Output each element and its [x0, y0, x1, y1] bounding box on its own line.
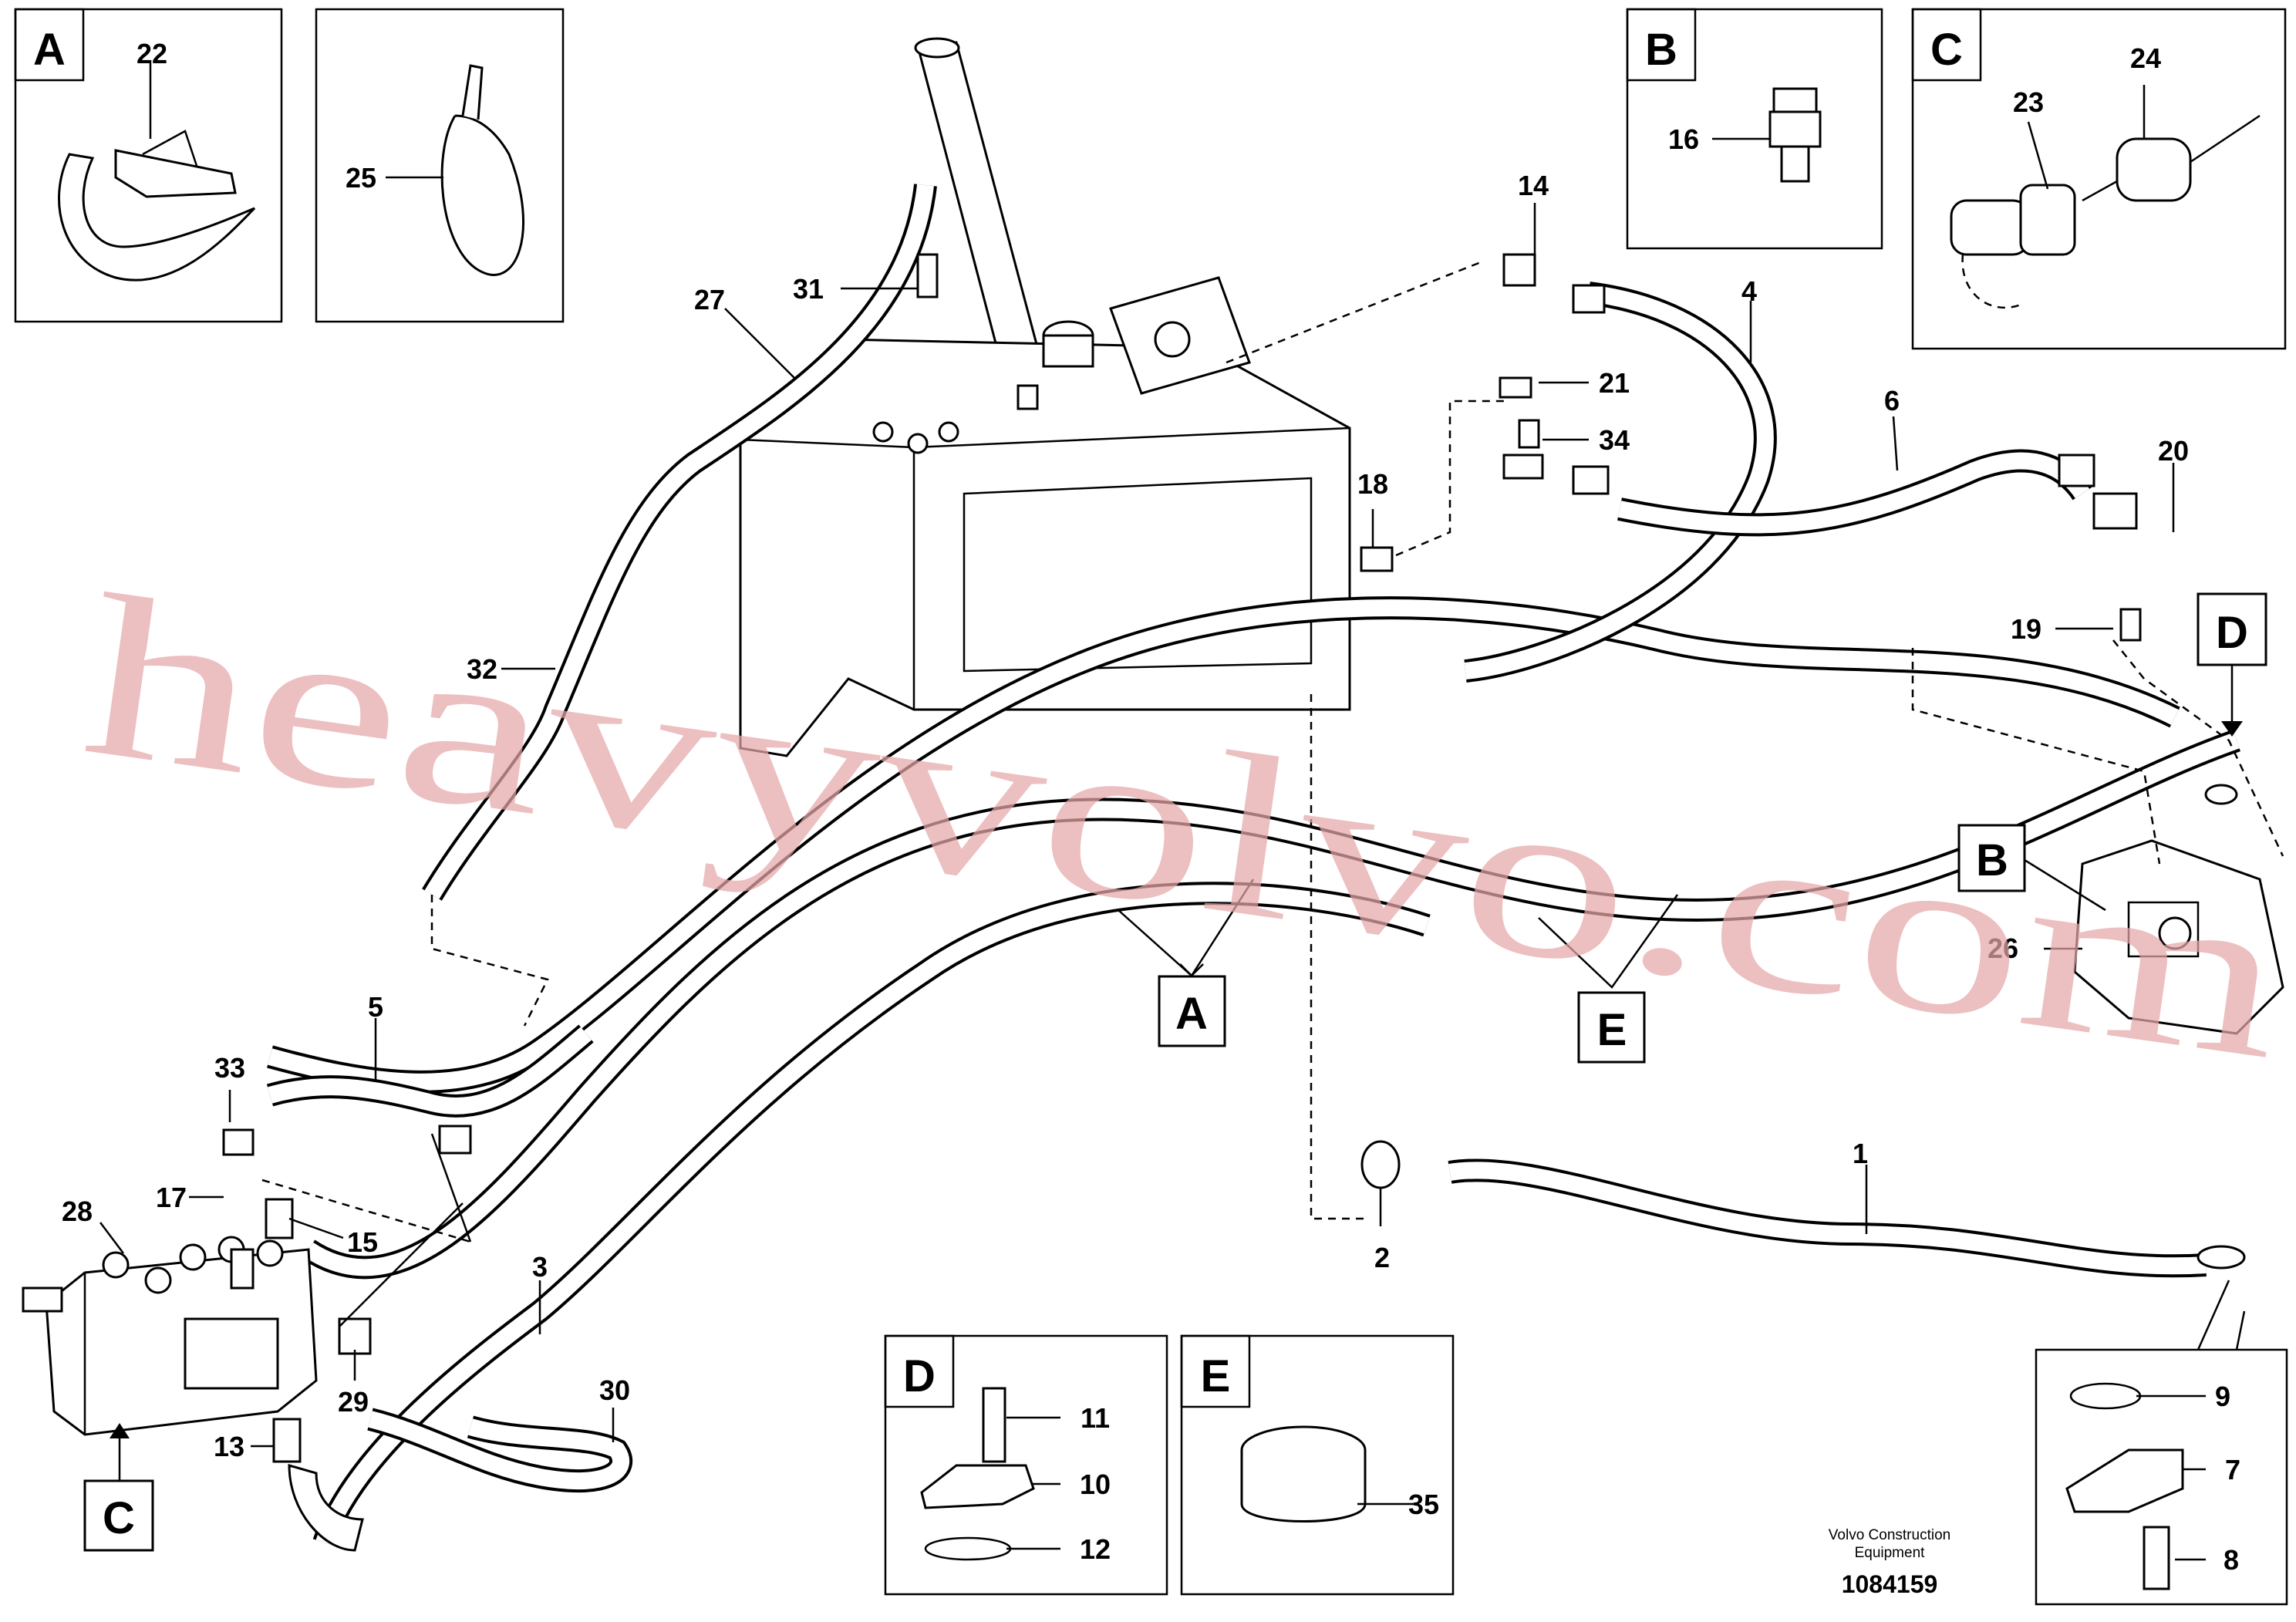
callout-8: 8 [2224, 1544, 2239, 1576]
callout-25: 25 [346, 162, 376, 194]
callouts-main: 1 2 3 4 5 6 7 8 9 10 11 12 13 14 15 17 1 [62, 170, 2240, 1576]
hydraulic-pump: 26 [1988, 839, 2284, 1035]
detail-box-b-label: B [1645, 25, 1677, 75]
footer-company-line1: Volvo Construction [1829, 1527, 1950, 1543]
detail-box-e-label: E [1201, 1351, 1231, 1401]
view-marker-a: A [1118, 878, 1255, 1047]
view-marker-b: B [1957, 824, 2106, 912]
callout-22: 22 [137, 38, 167, 69]
detail-box-cable-tie: 25 [315, 8, 565, 323]
footer: Volvo Construction Equipment 1084159 [1829, 1527, 1950, 1598]
callout-3: 3 [532, 1251, 548, 1283]
view-marker-e: E [1538, 894, 1679, 1064]
view-marker-d: D [2197, 592, 2267, 737]
view-marker-b-label: B [1976, 835, 2008, 885]
callout-21: 21 [1599, 367, 1630, 399]
callout-33: 33 [214, 1052, 245, 1084]
fittings [438, 253, 2246, 1270]
detail-box-a-label: A [33, 25, 66, 75]
callout-9: 9 [2215, 1381, 2230, 1412]
callout-31: 31 [793, 273, 824, 305]
callout-1: 1 [1853, 1138, 1868, 1169]
callout-11: 11 [1081, 1402, 1110, 1434]
reference-lines [261, 261, 2284, 1243]
footer-company-line2: Equipment [1855, 1545, 1926, 1561]
callout-2: 2 [1374, 1242, 1390, 1273]
callout-29: 29 [338, 1386, 369, 1418]
callout-32: 32 [467, 653, 497, 685]
callout-15: 15 [347, 1226, 378, 1258]
callout-14: 14 [1518, 170, 1549, 201]
callout-5: 5 [368, 991, 383, 1023]
hydraulic-tank [739, 37, 1351, 757]
callout-7: 7 [2225, 1454, 2240, 1485]
view-marker-c-label: C [103, 1493, 135, 1543]
detail-box-c: C 23 24 [1911, 8, 2287, 350]
callout-24: 24 [2130, 42, 2161, 74]
callout-12: 12 [1080, 1533, 1111, 1565]
detail-box-c-label: C [1930, 25, 1963, 75]
view-marker-e-label: E [1597, 1005, 1627, 1055]
callout-6: 6 [1884, 385, 1900, 416]
detail-box-e: E 35 [1180, 1334, 1455, 1596]
view-marker-d-label: D [2216, 608, 2248, 658]
callout-34: 34 [1599, 424, 1630, 456]
callout-20: 20 [2158, 435, 2189, 467]
detail-box-d: D [884, 1334, 1168, 1596]
callout-28: 28 [62, 1195, 93, 1227]
callout-13: 13 [214, 1431, 244, 1462]
callout-19: 19 [2011, 613, 2041, 645]
hoses [266, 184, 2240, 1546]
detail-box-pump-flange [2035, 1280, 2288, 1606]
detail-box-a: A 22 [14, 8, 283, 323]
callout-23: 23 [2013, 86, 2044, 118]
callout-27: 27 [694, 284, 725, 315]
callout-18: 18 [1357, 468, 1388, 500]
callout-10: 10 [1080, 1469, 1111, 1500]
callout-35: 35 [1408, 1489, 1439, 1520]
detail-box-d-label: D [903, 1351, 936, 1401]
callout-26: 26 [1988, 932, 2018, 964]
callout-4: 4 [1741, 275, 1757, 307]
footer-doc-number: 1084159 [1842, 1570, 1938, 1598]
callout-16: 16 [1668, 123, 1699, 155]
callout-30: 30 [599, 1374, 630, 1406]
callout-17: 17 [156, 1182, 187, 1213]
control-valve [22, 1128, 372, 1552]
view-marker-c: C [83, 1423, 154, 1552]
detail-box-b: B 16 [1626, 8, 1883, 250]
view-marker-a-label: A [1175, 989, 1208, 1039]
